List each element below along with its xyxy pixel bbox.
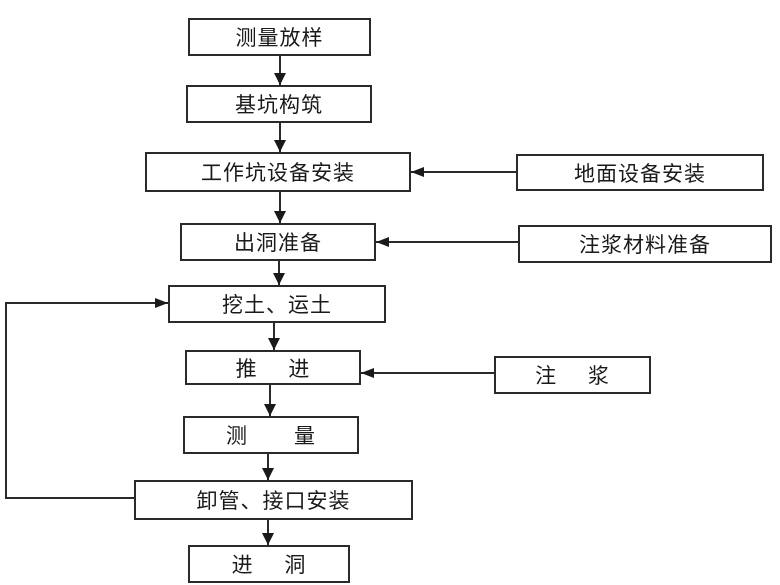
node-grouting: 注 浆 — [494, 356, 651, 394]
arrowhead-down — [274, 211, 286, 223]
node-pit-equipment-install: 工作坑设备安装 — [145, 152, 411, 192]
arrowhead-right — [155, 298, 168, 308]
arrowhead-down — [264, 404, 276, 416]
node-ground-equipment-install: 地面设备安装 — [516, 154, 764, 191]
node-enter-hole: 进 洞 — [188, 545, 350, 583]
node-grout-material-prep: 注浆材料准备 — [518, 225, 772, 263]
node-measurement: 测 量 — [183, 416, 359, 454]
arrowhead-down — [274, 73, 286, 85]
arrowhead-down — [262, 468, 274, 480]
arrowhead-left — [376, 237, 389, 247]
node-jacking: 推 进 — [185, 350, 361, 385]
arrowhead-down — [268, 338, 280, 350]
node-excavate-transport: 挖土、运土 — [168, 285, 386, 323]
arrowhead-down — [274, 140, 286, 152]
arrowhead-down — [273, 273, 285, 285]
node-survey-layout: 测量放样 — [188, 18, 371, 56]
arrowhead-left — [411, 167, 424, 177]
arrowhead-down — [262, 533, 274, 545]
loop-back-line — [5, 302, 168, 499]
node-pipe-unload-joint: 卸管、接口安装 — [134, 480, 413, 520]
node-pit-construction: 基坑构筑 — [186, 85, 372, 123]
node-exit-preparation: 出洞准备 — [180, 223, 376, 261]
arrowhead-left — [361, 368, 374, 378]
